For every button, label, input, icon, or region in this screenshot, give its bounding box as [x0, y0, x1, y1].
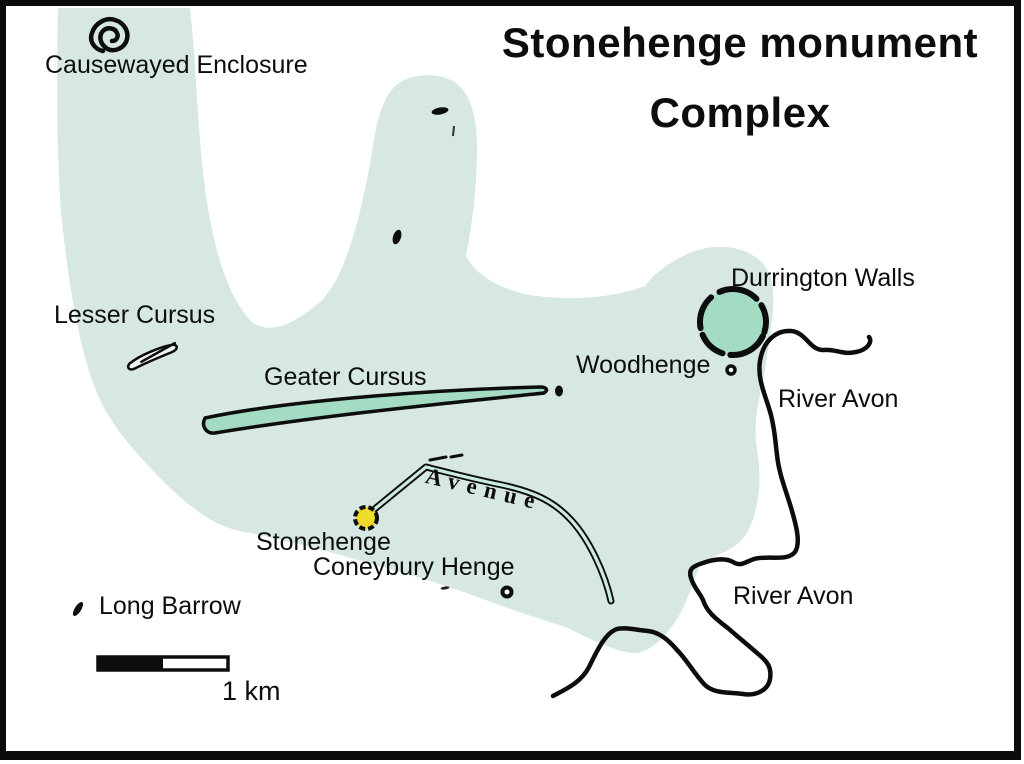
monument-complex-area: [57, 8, 774, 654]
lesser-cursus-shape: [126, 341, 178, 371]
scale-label: 1 km: [222, 676, 281, 706]
label-causewayed-enclosure: Causewayed Enclosure: [45, 51, 308, 79]
barrow-mark-center: [392, 229, 402, 245]
causewayed-enclosure-spiral-icon: [88, 17, 130, 54]
label-stonehenge: Stonehenge: [256, 528, 391, 556]
lesser-cursus-slash: [140, 341, 177, 364]
label-woodhenge: Woodhenge: [576, 351, 711, 379]
map-title-line1: Stonehenge monument: [501, 19, 979, 66]
greater-cursus-shape: [201, 385, 549, 435]
river-avon-line: [550, 328, 873, 699]
label-river-avon-upper: River Avon: [778, 385, 899, 413]
scale-bar: [96, 655, 230, 672]
durrington-walls-circle: [697, 286, 769, 358]
small-tick-mark: [452, 125, 455, 137]
scale-bar-filled-half: [97, 655, 163, 672]
greater-cursus-end-dot: [555, 385, 563, 397]
small-dash-mark: [440, 586, 450, 590]
label-greater-cursus: Geater Cursus: [264, 363, 427, 391]
map-title: Stonehenge monument Complex: [440, 8, 1024, 148]
woodhenge-dot: [725, 364, 737, 376]
avenue-path-core: [369, 465, 613, 603]
label-coneybury-henge: Coneybury Henge: [313, 553, 515, 581]
long-barrow-mark: [72, 602, 84, 616]
map-title-line2: Complex: [649, 89, 831, 136]
coneybury-henge-dot: [500, 585, 514, 599]
label-river-avon-lower: River Avon: [733, 582, 854, 610]
avenue-dash-marks: [428, 453, 464, 462]
lesser-cursus-outline: [126, 343, 178, 371]
label-durrington-walls: Durrington Walls: [731, 264, 915, 292]
label-lesser-cursus: Lesser Cursus: [54, 301, 216, 329]
label-long-barrow: Long Barrow: [99, 592, 241, 620]
stonehenge-circle: [353, 505, 379, 531]
barrow-mark-north: [431, 107, 449, 115]
